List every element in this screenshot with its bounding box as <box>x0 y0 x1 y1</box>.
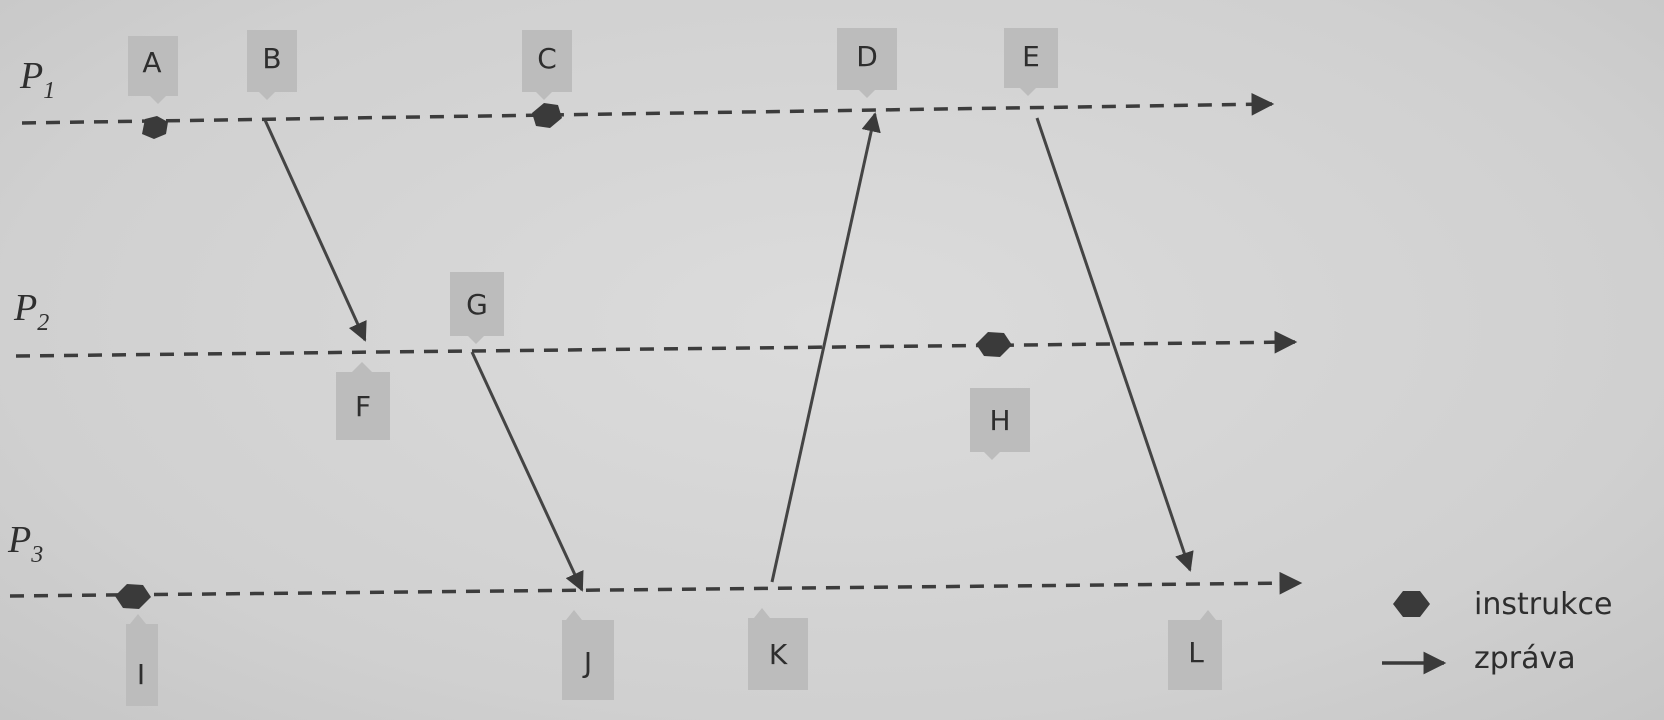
svg-text:H: H <box>989 404 1010 437</box>
event-i: I <box>126 614 158 706</box>
legend-hexagon-icon <box>1393 591 1430 617</box>
svg-text:D: D <box>856 40 878 73</box>
svg-text:A: A <box>142 46 161 79</box>
timeline-p2 <box>15 330 1298 358</box>
svg-text:G: G <box>466 288 488 321</box>
message-k-to-d <box>770 112 881 583</box>
svg-text:B: B <box>262 42 281 75</box>
message-b-to-f <box>263 119 367 342</box>
timeline-p1 <box>21 92 1275 125</box>
instruction-c-hexagon-icon <box>532 103 562 128</box>
legend: instrukce zpráva <box>1382 587 1612 676</box>
svg-text:F: F <box>355 390 371 423</box>
message-e-to-l <box>1035 117 1194 572</box>
svg-text:E: E <box>1022 40 1040 73</box>
svg-text:I: I <box>137 658 145 691</box>
svg-text:J: J <box>582 646 592 679</box>
event-a: A <box>128 36 178 104</box>
svg-text:K: K <box>769 638 788 671</box>
event-c: C <box>522 30 572 100</box>
event-h: H <box>970 388 1030 460</box>
instruction-a-hexagon-icon <box>142 116 168 139</box>
process-label-p3: P3 <box>7 519 43 568</box>
event-k: K <box>748 608 808 690</box>
event-d: D <box>837 28 897 98</box>
instruction-i-hexagon-icon <box>115 584 151 609</box>
event-l: L <box>1168 610 1222 690</box>
svg-text:L: L <box>1188 636 1204 669</box>
event-f: F <box>336 362 390 440</box>
process-label-p2: P2 <box>13 287 49 336</box>
event-g: G <box>450 272 504 344</box>
legend-instruction-label: instrukce <box>1474 587 1612 622</box>
instruction-h-hexagon-icon <box>976 332 1012 357</box>
timeline-p3 <box>9 571 1303 598</box>
process-label-p1: P1 <box>19 55 55 104</box>
svg-text:C: C <box>537 42 557 75</box>
event-j: J <box>562 610 614 700</box>
message-g-to-j <box>470 351 584 592</box>
event-b: B <box>247 30 297 100</box>
legend-message-label: zpráva <box>1474 641 1576 676</box>
event-e: E <box>1004 28 1058 96</box>
